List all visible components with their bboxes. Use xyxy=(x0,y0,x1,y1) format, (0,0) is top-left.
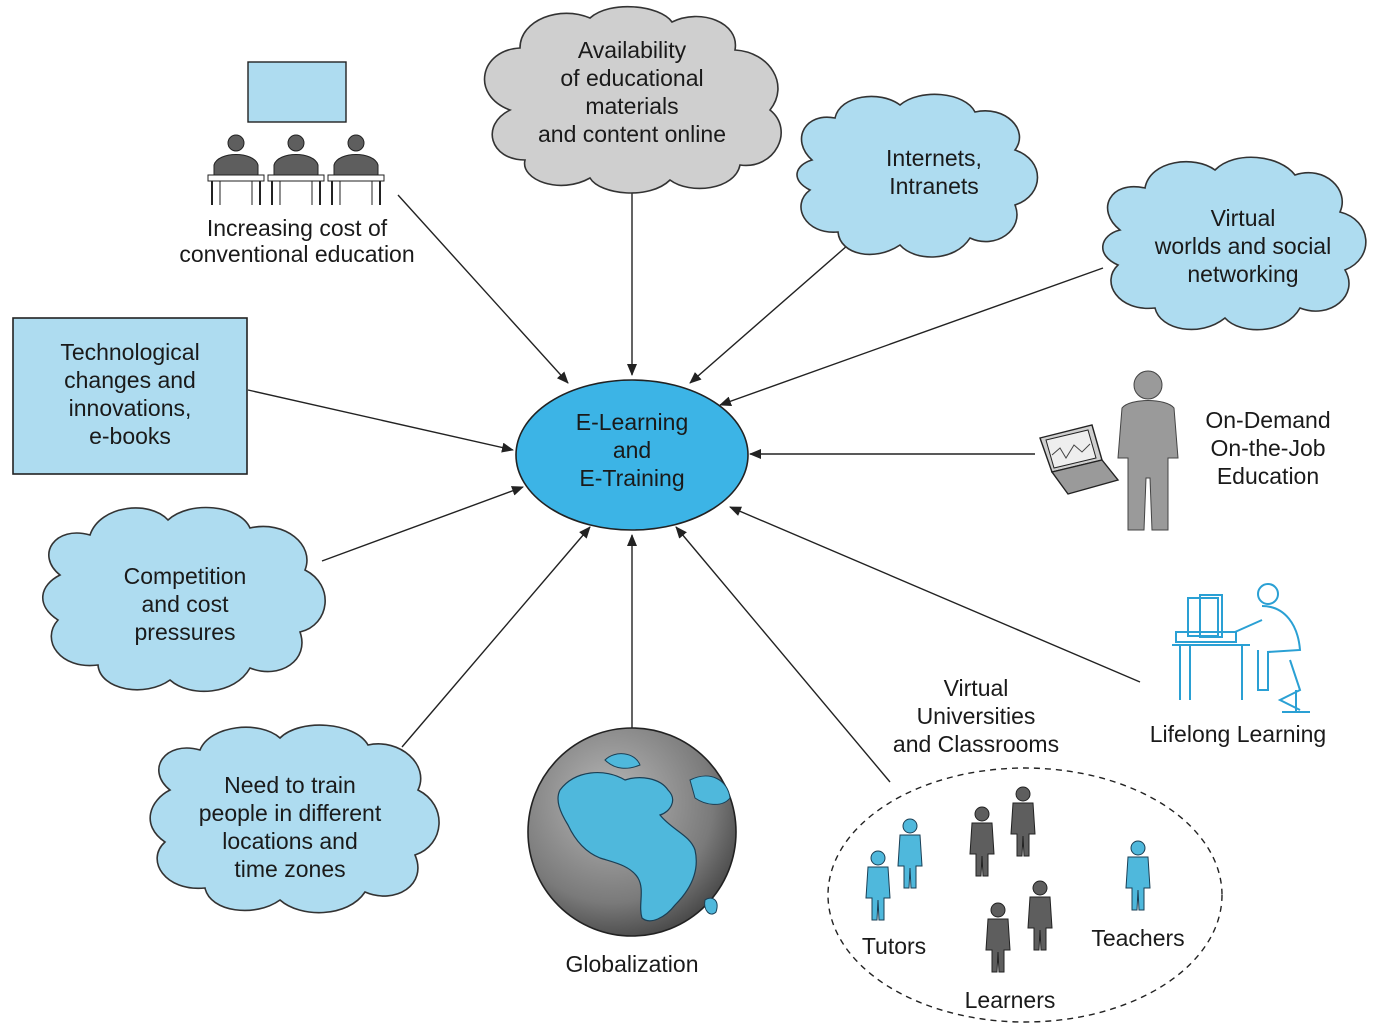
tutor-person-icon xyxy=(897,818,923,889)
cloud-internets xyxy=(796,93,1039,258)
node-lifelong: Lifelong Learning xyxy=(1150,583,1326,747)
arrow-internets xyxy=(689,244,849,384)
arrow-lifelong xyxy=(729,506,1141,683)
node-availability: Availability of educational materials an… xyxy=(483,5,782,194)
node-competition: Competition and cost pressures xyxy=(41,506,326,693)
increasing-cost-line-2: conventional education xyxy=(179,241,414,267)
technological-box xyxy=(12,317,248,475)
technological-line-4: e-books xyxy=(89,423,171,449)
availability-line-3: materials xyxy=(585,93,678,119)
cloud-virtual-worlds xyxy=(1101,156,1367,331)
availability-line-4: and content online xyxy=(538,121,726,147)
center-node: E-Learning and E-Training xyxy=(515,379,749,531)
node-globalization: Globalization xyxy=(527,727,737,977)
availability-line-1: Availability xyxy=(578,37,687,63)
competition-line-3: pressures xyxy=(135,619,236,645)
center-ellipse xyxy=(515,379,749,531)
need-to-train-line-2: people in different xyxy=(199,800,382,826)
arrow-virtual-worlds xyxy=(719,267,1104,407)
internets-line-1: Internets, xyxy=(886,145,982,171)
cloud-need-to-train xyxy=(149,724,440,914)
need-to-train-line-1: Need to train xyxy=(224,772,356,798)
cloud-availability xyxy=(483,5,782,194)
classroom-students-icon xyxy=(207,134,385,205)
virtual-universities-line-2: Universities xyxy=(917,703,1036,729)
arrow-technological xyxy=(247,389,514,453)
person-at-computer-icon xyxy=(1172,583,1310,713)
connectors xyxy=(247,180,1141,783)
learner-person-icon xyxy=(1010,786,1036,857)
laptop-icon xyxy=(1039,424,1120,495)
node-virtual-worlds: Virtual worlds and social networking xyxy=(1101,156,1367,331)
arrow-virtual-universities xyxy=(675,526,891,783)
technological-line-1: Technological xyxy=(60,339,199,365)
whiteboard-icon xyxy=(247,61,347,123)
worker-person-icon xyxy=(1117,370,1179,531)
classroom-dashed-ellipse xyxy=(827,767,1223,1023)
technological-line-2: changes and xyxy=(64,367,196,393)
learner-person-icon xyxy=(1027,880,1053,951)
arrow-need-to-train xyxy=(401,526,591,748)
node-increasing-cost: Increasing cost of conventional educatio… xyxy=(179,61,415,267)
teacher-person-icon xyxy=(1125,840,1151,911)
center-line-2: and xyxy=(613,437,651,463)
arrow-increasing-cost xyxy=(397,194,569,384)
technological-line-3: innovations, xyxy=(69,395,192,421)
teachers-label: Teachers xyxy=(1091,925,1184,951)
virtual-worlds-line-1: Virtual xyxy=(1211,205,1276,231)
center-line-1: E-Learning xyxy=(576,409,689,435)
virtual-universities-line-1: Virtual xyxy=(944,675,1009,701)
on-demand-line-1: On-Demand xyxy=(1205,407,1330,433)
increasing-cost-line-1: Increasing cost of xyxy=(207,215,388,241)
tutor-person-icon xyxy=(865,850,891,921)
on-demand-line-3: Education xyxy=(1217,463,1319,489)
center-line-3: E-Training xyxy=(579,465,684,491)
node-need-to-train: Need to train people in different locati… xyxy=(149,724,440,914)
globalization-label: Globalization xyxy=(566,951,699,977)
competition-line-1: Competition xyxy=(124,563,247,589)
lifelong-label: Lifelong Learning xyxy=(1150,721,1326,747)
learner-person-icon xyxy=(969,806,995,877)
node-virtual-universities: Virtual Universities and Classrooms xyxy=(827,675,1223,1023)
node-technological: Technological changes and innovations, e… xyxy=(12,317,248,475)
cloud-competition xyxy=(41,506,326,693)
availability-line-2: of educational xyxy=(560,65,703,91)
globe-icon xyxy=(527,727,737,937)
virtual-universities-line-3: and Classrooms xyxy=(893,731,1059,757)
virtual-worlds-line-2: worlds and social xyxy=(1154,233,1331,259)
node-internets: Internets, Intranets xyxy=(796,93,1039,258)
internets-line-2: Intranets xyxy=(889,173,979,199)
tutors-label: Tutors xyxy=(862,933,926,959)
competition-line-2: and cost xyxy=(142,591,230,617)
learner-person-icon xyxy=(985,902,1011,973)
need-to-train-line-4: time zones xyxy=(234,856,345,882)
virtual-worlds-line-3: networking xyxy=(1187,261,1298,287)
on-demand-line-2: On-the-Job xyxy=(1210,435,1325,461)
need-to-train-line-3: locations and xyxy=(222,828,358,854)
node-on-demand: On-Demand On-the-Job Education xyxy=(1039,370,1331,531)
arrow-competition xyxy=(321,486,524,562)
learners-label: Learners xyxy=(965,987,1056,1013)
